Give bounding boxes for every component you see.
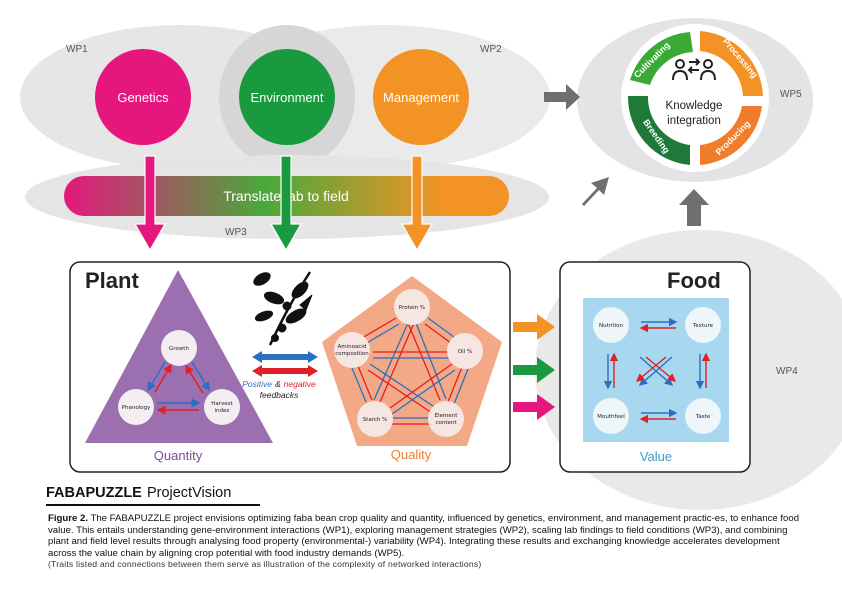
node-aminoacid	[334, 332, 370, 368]
node-nutrition	[593, 307, 629, 343]
node-mouthfeel-label: Mouthfeel	[597, 414, 625, 420]
node-amino-line1: Aminoacid	[338, 344, 367, 350]
blue-double-arrow	[252, 351, 318, 363]
people-exchange-icon	[672, 58, 716, 81]
environment-circle	[239, 49, 335, 145]
node-harvest-index	[204, 389, 240, 425]
grey-arrow-up	[679, 189, 709, 226]
wp3-label: WP3	[225, 227, 247, 238]
management-label: Management	[383, 90, 459, 105]
wp2-label: WP2	[480, 44, 502, 55]
wp5-label: WP5	[780, 89, 802, 100]
feedback-arrows	[252, 351, 318, 377]
node-element-content	[428, 401, 464, 437]
plant-title: Plant	[85, 268, 139, 293]
node-harvest-line2: index	[214, 408, 230, 414]
arrow-green-to-food	[513, 357, 555, 383]
value-label: Value	[640, 449, 672, 464]
cycle-segment-processing	[700, 31, 763, 96]
management-down-arrow	[400, 155, 434, 252]
management-circle	[373, 49, 469, 145]
node-growth-label: Growth	[169, 346, 189, 352]
faba-plant-illustration	[253, 271, 313, 346]
node-element-line2: content	[435, 420, 457, 426]
environment-down-arrow	[269, 155, 303, 252]
cycle-center-line2: integration	[667, 115, 721, 127]
node-growth	[161, 330, 197, 366]
feedback-negative: negative	[284, 379, 316, 389]
node-protein-label: Protein %	[399, 305, 425, 311]
quality-label: Quality	[391, 447, 432, 462]
node-amino-line2: composition	[335, 351, 369, 357]
node-taste	[685, 398, 721, 434]
cycle-segment-cultivating	[630, 32, 693, 85]
caption-note: (Traits listed and connections between t…	[48, 559, 482, 570]
figure-caption: Figure 2. The FABAPUZZLE project envisio…	[48, 513, 808, 571]
genetics-label: Genetics	[117, 90, 169, 105]
node-starch	[357, 401, 393, 437]
node-phenology-label: Phenology	[122, 405, 151, 411]
node-phenology	[118, 389, 154, 425]
quantity-connectors	[147, 361, 210, 415]
caption-text: The FABAPUZZLE project envisions optimiz…	[48, 513, 800, 559]
grey-arrow-right	[544, 84, 580, 110]
feedback-legend: Positive&negative	[242, 379, 316, 389]
feedback-amp: &	[275, 379, 281, 389]
project-title-bold: FABAPUZZLE	[46, 485, 142, 501]
feedback-feedbacks: feedbacks	[260, 390, 299, 400]
arrow-orange-to-food	[513, 314, 555, 340]
environment-label: Environment	[251, 90, 324, 105]
feedback-positive: Positive	[242, 379, 272, 389]
node-taste-label: Taste	[695, 414, 711, 420]
node-oil-label: Oil %	[458, 349, 472, 355]
node-mouthfeel	[593, 398, 629, 434]
project-title-light: ProjectVision	[146, 485, 232, 501]
quality-connectors	[351, 317, 469, 425]
red-double-arrow	[252, 365, 318, 377]
arrow-magenta-to-food	[513, 394, 555, 420]
wp4-label: WP4	[776, 366, 798, 377]
node-texture-label: Texture	[692, 323, 714, 329]
node-protein	[394, 289, 430, 325]
grey-arrow-diagonal	[582, 177, 609, 206]
knowledge-cycle: Cultivating Processing Producing Breedin…	[621, 24, 769, 172]
food-connectors	[603, 317, 711, 424]
food-title: Food	[667, 268, 721, 293]
node-nutrition-label: Nutrition	[599, 323, 624, 329]
wp1-label: WP1	[66, 44, 88, 55]
genetics-down-arrow	[133, 155, 167, 252]
project-vision-title: FABAPUZZLE ProjectVision	[46, 482, 260, 506]
node-harvest-line1: Harvest	[211, 401, 233, 407]
node-texture	[685, 307, 721, 343]
cycle-segment-breeding	[627, 96, 690, 165]
node-starch-label: Starch %	[363, 417, 388, 423]
cycle-center-line1: Knowledge	[666, 100, 723, 112]
caption-figure-label: Figure 2.	[48, 513, 88, 524]
node-element-line1: Element	[435, 413, 459, 419]
genetics-circle	[95, 49, 191, 145]
node-oil	[447, 333, 483, 369]
quantity-label: Quantity	[154, 448, 203, 463]
cycle-segment-producing	[700, 106, 762, 165]
